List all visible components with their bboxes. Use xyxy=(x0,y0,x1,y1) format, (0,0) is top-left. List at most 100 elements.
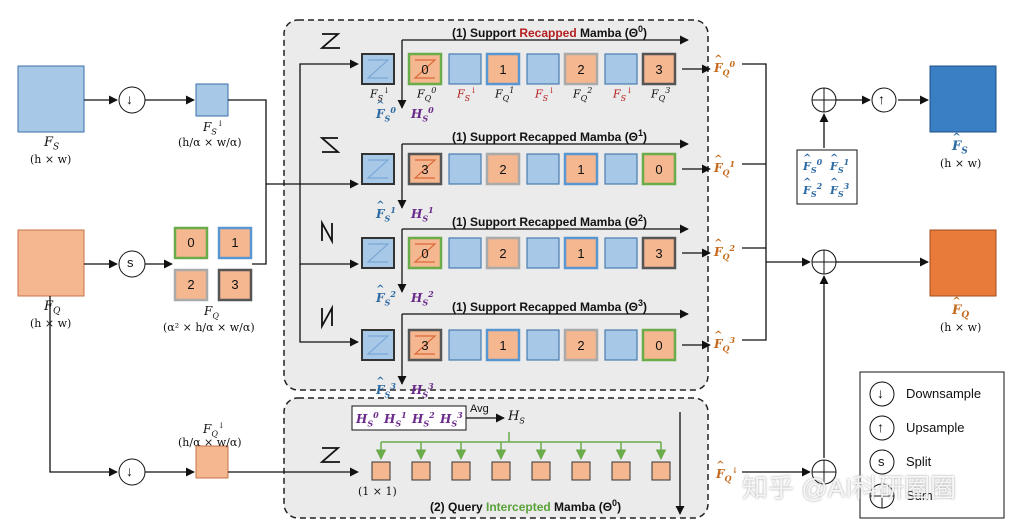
query-cell-index: 2 xyxy=(577,62,585,77)
first-row-label: FQ2 xyxy=(573,86,593,103)
split-cell-2: 2 xyxy=(187,277,195,292)
fs-down-label: FS↓ xyxy=(203,119,224,137)
query-cell-index: 1 xyxy=(577,246,585,261)
branch-title: (1) Support Recapped Mamba (Θ3) xyxy=(452,298,648,314)
query-cell xyxy=(563,328,599,362)
support-cell xyxy=(448,153,482,185)
query-pixel-cell xyxy=(491,461,511,481)
first-row-label: FQ1 xyxy=(495,86,515,103)
query-cell xyxy=(641,328,677,362)
scan-order-icon xyxy=(321,219,333,245)
fq-hat-box xyxy=(929,229,997,297)
split-cell-1: 1 xyxy=(231,235,239,250)
upsample-icon: ↑ xyxy=(878,91,885,107)
branch-output-fq: FQ1 xyxy=(714,155,735,176)
fq-split-grid xyxy=(173,226,253,302)
scan-order-icon xyxy=(319,447,341,463)
query-cell-index: 0 xyxy=(655,338,663,353)
first-row-label: FQ3 xyxy=(651,86,671,103)
legend-downsample-icon: ↓ xyxy=(877,385,884,401)
query-cell xyxy=(563,236,599,270)
fs-box xyxy=(17,65,85,133)
fs-hat-box xyxy=(929,65,997,133)
first-row-label: FQ0 xyxy=(417,86,437,103)
hs-item: HS2 xyxy=(412,410,435,429)
fq-box xyxy=(17,229,85,297)
support-cell xyxy=(604,237,638,269)
legend-upsample-icon: ↑ xyxy=(877,419,884,435)
branch-hs: HS3 xyxy=(411,381,434,400)
query-cell xyxy=(485,52,521,86)
query-cell-dim: (1 × 1) xyxy=(358,485,397,498)
query-cell xyxy=(563,152,599,186)
fq-dim: (h × w) xyxy=(30,317,72,330)
query-cell xyxy=(407,236,443,270)
query-cell xyxy=(407,152,443,186)
query-pixel-cell xyxy=(371,461,391,481)
query-cell-index: 3 xyxy=(421,338,429,353)
query-cell-index: 2 xyxy=(577,338,585,353)
query-pixel-cell xyxy=(451,461,471,481)
scan-order-icon xyxy=(319,33,341,49)
support-cell xyxy=(361,153,395,185)
fq-down-label: FQ↓ xyxy=(203,421,225,439)
hs-item: HS1 xyxy=(384,410,407,429)
branch-output-fq: FQ3 xyxy=(714,331,735,352)
query-cell-index: 3 xyxy=(655,62,663,77)
downsample-icon: ↓ xyxy=(126,91,133,107)
fs-down-dim: (h/α × w/α) xyxy=(178,136,242,149)
hs-avg-label: HS xyxy=(508,409,525,426)
branch-fs-hat: FS3 xyxy=(376,377,396,398)
query-cell-index: 1 xyxy=(577,162,585,177)
fs-hat-dim: (h × w) xyxy=(940,157,982,170)
branch-hs: HS1 xyxy=(411,205,434,224)
branch-title: (1) Support Recapped Mamba (Θ1) xyxy=(452,128,648,144)
fq-label: FQ xyxy=(44,299,61,317)
support-cell xyxy=(526,153,560,185)
avg-label: Avg xyxy=(470,403,489,415)
support-panel xyxy=(283,19,709,391)
support-cell xyxy=(526,329,560,361)
query-cell xyxy=(485,152,521,186)
fs-hat-grid-0: FS0 xyxy=(803,154,822,174)
branch-hs: HS2 xyxy=(411,289,434,308)
branch-hs: HS0 xyxy=(411,105,434,124)
fs-label: FS xyxy=(44,135,60,153)
query-cell-index: 0 xyxy=(421,62,429,77)
query-pixel-cell xyxy=(611,461,631,481)
legend-split-icon: s xyxy=(878,454,885,469)
query-cell-index: 1 xyxy=(499,338,507,353)
fq-down-dim: (h/α × w/α) xyxy=(178,436,242,449)
support-cell xyxy=(526,237,560,269)
first-row-label: FS↓ xyxy=(457,86,477,103)
branch-title: (1) Support Recapped Mamba (Θ2) xyxy=(452,213,648,229)
first-row-label: FS↓ xyxy=(370,86,390,103)
legend-sum: Sum xyxy=(906,488,933,503)
support-cell xyxy=(604,329,638,361)
fq-hat-label: FQ xyxy=(952,297,969,321)
query-cell-index: 3 xyxy=(655,246,663,261)
fs-hat-grid-2: FS2 xyxy=(803,178,822,198)
support-cell xyxy=(448,237,482,269)
branch-fs-hat: FS2 xyxy=(376,285,396,306)
query-pixel-cell xyxy=(531,461,551,481)
first-row-label: FS↓ xyxy=(613,86,633,103)
fq-split-label: FQ xyxy=(204,304,219,321)
legend-split: Split xyxy=(906,454,932,469)
query-cell-index: 0 xyxy=(421,246,429,261)
fs-hat-grid-1: FS1 xyxy=(830,154,849,174)
fs-hat-grid-3: FS3 xyxy=(830,178,849,198)
query-cell xyxy=(641,152,677,186)
hs-item: HS3 xyxy=(440,410,463,429)
branch-title: (1) Support Recapped Mamba (Θ0) xyxy=(452,24,648,40)
downsample-icon: ↓ xyxy=(126,463,133,479)
query-cell-index: 3 xyxy=(421,162,429,177)
split-icon: s xyxy=(127,255,134,270)
hs-item: HS0 xyxy=(356,410,379,429)
scan-order-icon xyxy=(319,137,341,153)
branch-fs-hat: FS0 xyxy=(376,101,396,122)
query-cell xyxy=(485,328,521,362)
fs-dim: (h × w) xyxy=(30,153,72,166)
